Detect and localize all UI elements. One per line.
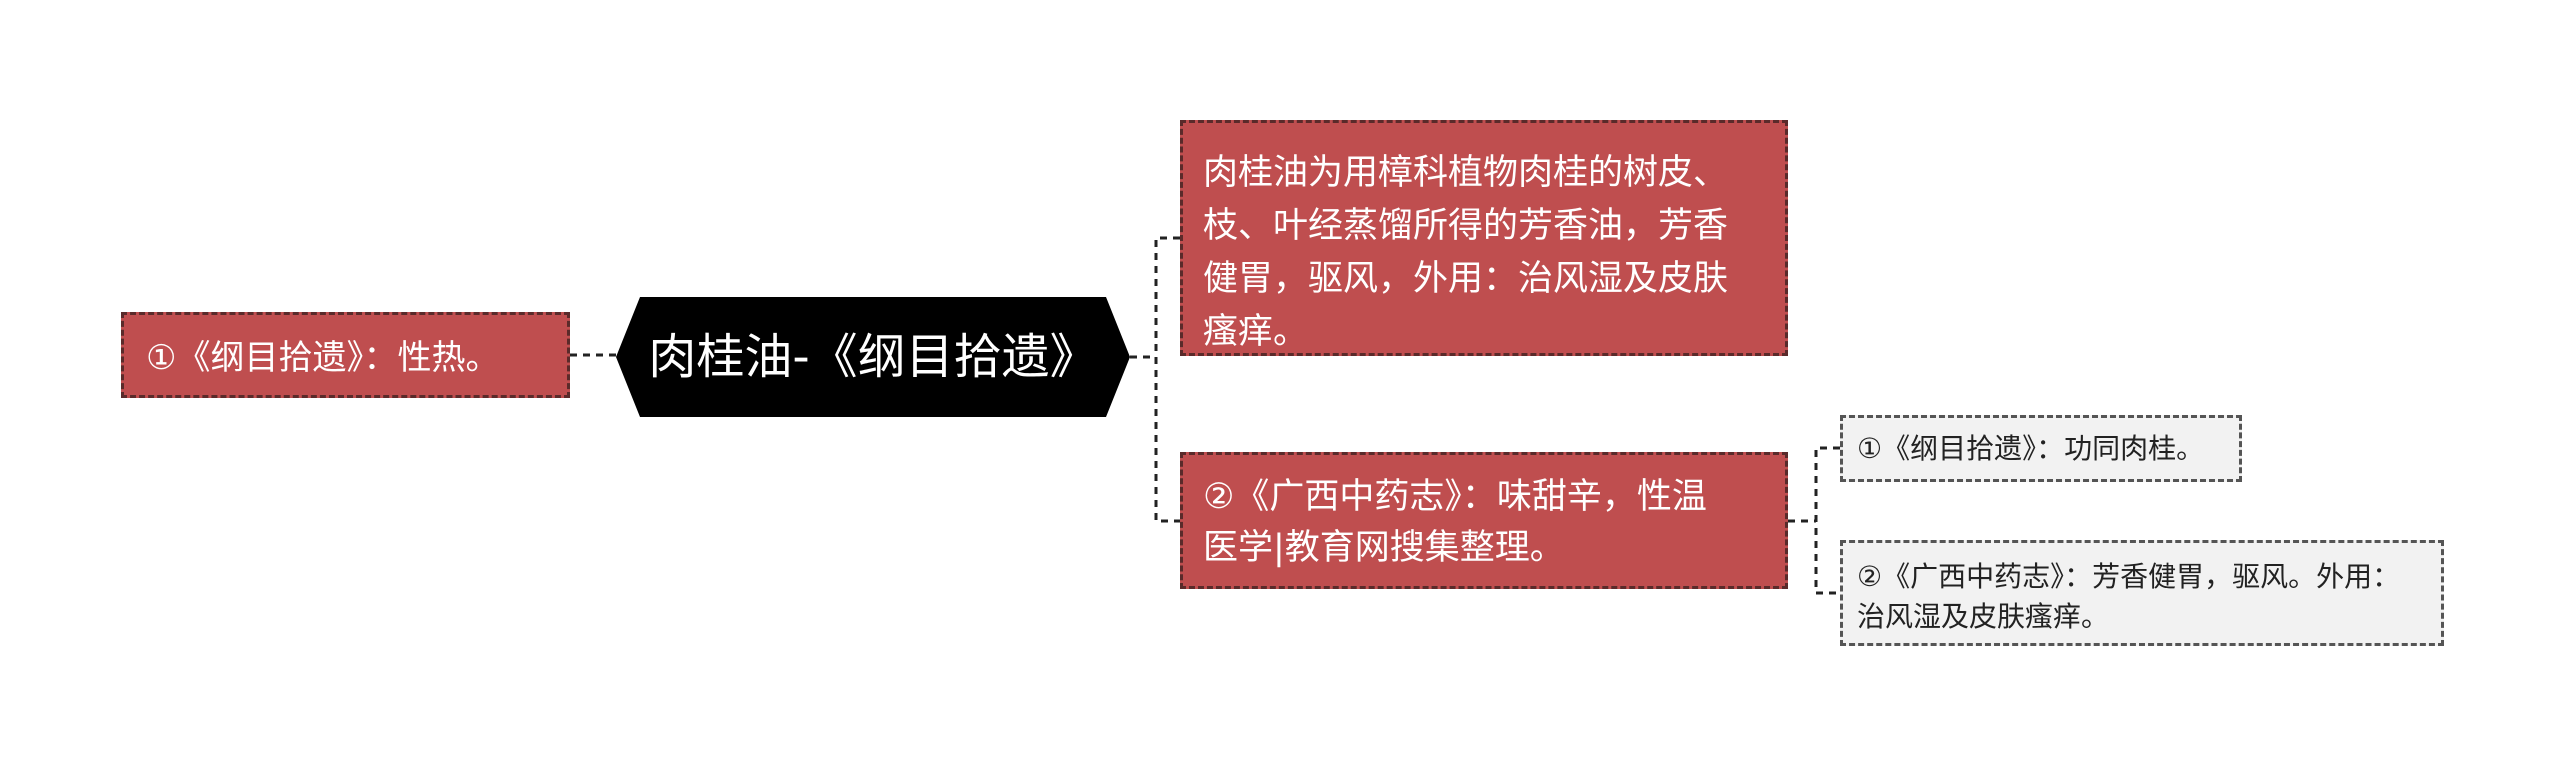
branch-2-line: ②《广西中药志》：味甜辛，性温 bbox=[1203, 477, 1707, 517]
branch-1-line: 枝、叶经蒸馏所得的芳香油，芳香 bbox=[1203, 206, 1729, 246]
branch-2-line: 医学|教育网搜集整理。 bbox=[1203, 528, 1565, 568]
leaf-node-1[interactable]: ①《纲目拾遗》：功同肉桂。 bbox=[1840, 415, 2242, 482]
left-branch-node[interactable]: ①《纲目拾遗》：性热。 bbox=[121, 312, 570, 398]
right-branch-node-1[interactable]: 肉桂油为用樟科植物肉桂的树皮、 枝、叶经蒸馏所得的芳香油，芳香 健胃，驱风，外用… bbox=[1180, 120, 1788, 356]
leaf-2-line: ②《广西中药志》：芳香健胃，驱风。外用： bbox=[1857, 560, 2401, 593]
leaf-1-text: ①《纲目拾遗》：功同肉桂。 bbox=[1857, 432, 2205, 465]
leaf-2-line: 治风湿及皮肤瘙痒。 bbox=[1857, 600, 2110, 633]
connector-bracket-leaves bbox=[1814, 446, 1840, 595]
branch-1-line: 瘙痒。 bbox=[1203, 312, 1309, 352]
left-branch-text: ①《纲目拾遗》：性热。 bbox=[146, 338, 500, 378]
central-topic-text: 肉桂油-《纲目拾遗》 bbox=[648, 329, 1098, 385]
leaf-node-2[interactable]: ②《广西中药志》：芳香健胃，驱风。外用： 治风湿及皮肤瘙痒。 bbox=[1840, 540, 2444, 646]
branch-1-line: 健胃，驱风，外用：治风湿及皮肤 bbox=[1203, 259, 1729, 299]
right-branch-node-2[interactable]: ②《广西中药志》：味甜辛，性温 医学|教育网搜集整理。 bbox=[1180, 452, 1788, 589]
branch-1-line: 肉桂油为用樟科植物肉桂的树皮、 bbox=[1203, 153, 1729, 193]
connector-bracket-right bbox=[1154, 236, 1180, 523]
central-topic-node[interactable]: 肉桂油-《纲目拾遗》 bbox=[616, 297, 1130, 417]
